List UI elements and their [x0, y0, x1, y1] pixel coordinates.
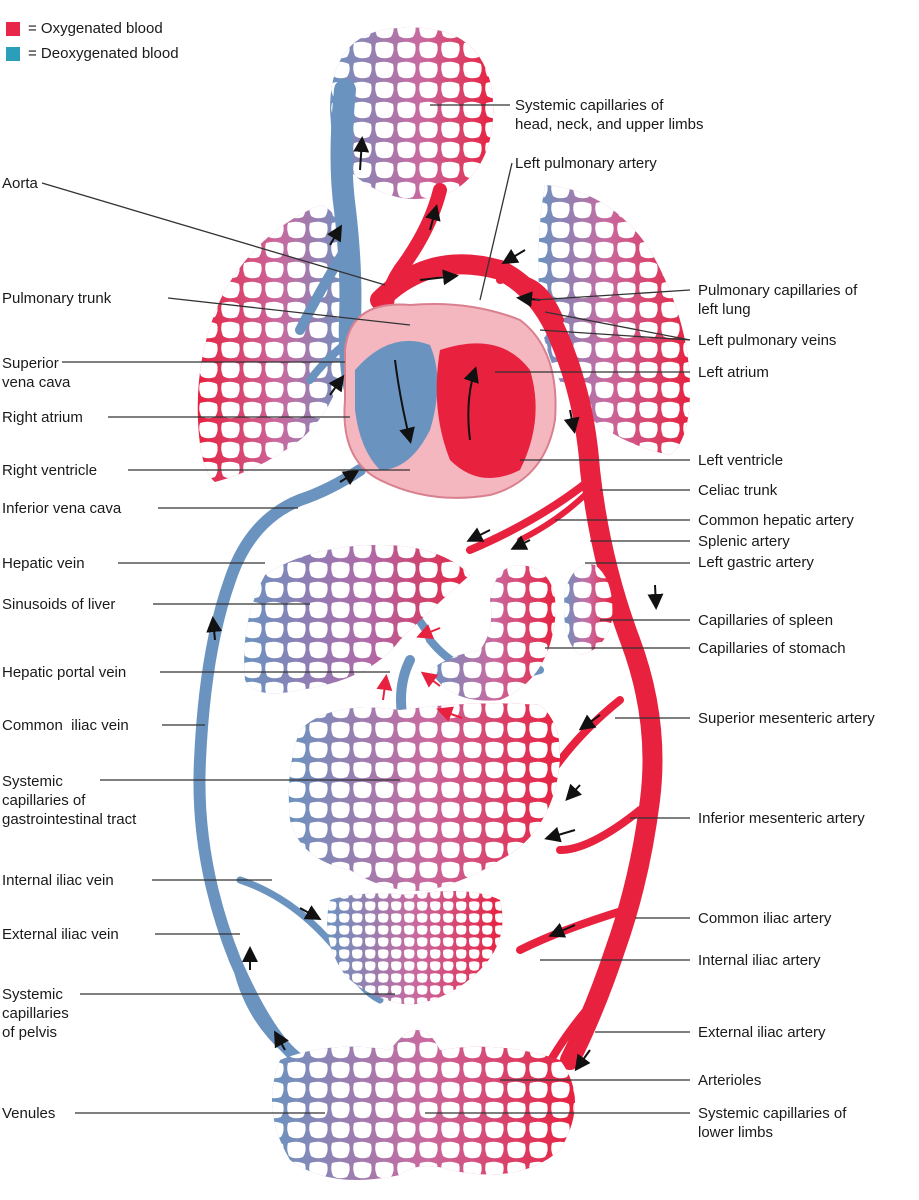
head-capillary-bed [330, 27, 494, 199]
leader-lines [41, 104, 691, 1114]
right-lung-capillaries [197, 205, 348, 482]
label-sinusoids-of-liver: Sinusoids of liver [2, 596, 116, 613]
label-systemic-head: Systemic capillaries of head, neck, and … [515, 97, 704, 133]
deoxygenated-swatch [6, 46, 20, 61]
label-left-atrium: Left atrium [698, 364, 769, 381]
label-systemic-lower-limbs: Systemic capillaries of lower limbs [698, 1105, 847, 1141]
label-capillaries-of-spleen: Capillaries of spleen [698, 612, 834, 629]
label-left-pulmonary-artery: Left pulmonary artery [515, 155, 657, 172]
label-hepatic-vein: Hepatic vein [2, 555, 85, 572]
label-splenic-artery: Splenic artery [698, 533, 790, 550]
lower-limb-capillaries [272, 1030, 575, 1180]
legend-oxygenated: = Oxygenated blood [6, 20, 163, 37]
label-left-gastric-artery: Left gastric artery [698, 554, 814, 571]
label-right-ventricle: Right ventricle [2, 462, 98, 479]
heart [343, 303, 557, 499]
arterial-trunks [370, 183, 663, 1084]
liver-sinusoids [244, 545, 470, 694]
label-left-pulmonary-veins: Left pulmonary veins [698, 332, 837, 349]
flow-arrows [206, 136, 664, 1072]
label-internal-iliac-vein: Internal iliac vein [2, 872, 114, 889]
legend-deoxygenated-label: = Deoxygenated blood [28, 45, 179, 62]
label-pulmonary-capillaries-left-lung: Pulmonary capillaries of left lung [698, 282, 858, 318]
oxygenated-swatch [6, 21, 20, 36]
label-common-hepatic-artery: Common hepatic artery [698, 512, 854, 529]
label-systemic-gi: Systemic capillaries of gastrointestinal… [2, 773, 137, 828]
label-common-iliac-vein: Common iliac vein [2, 717, 129, 734]
label-capillaries-of-stomach: Capillaries of stomach [698, 640, 846, 657]
label-inferior-vena-cava: Inferior vena cava [2, 500, 122, 517]
spleen-capillaries [564, 564, 613, 655]
pelvis-capillaries [327, 891, 503, 1005]
label-arterioles: Arterioles [698, 1072, 762, 1089]
label-common-iliac-artery: Common iliac artery [698, 910, 832, 927]
stomach-capillaries [430, 565, 556, 701]
label-superior-mesenteric-artery: Superior mesenteric artery [698, 710, 875, 727]
label-external-iliac-vein: External iliac vein [2, 926, 119, 943]
label-celiac-trunk: Celiac trunk [698, 482, 778, 499]
label-left-ventricle: Left ventricle [698, 452, 784, 469]
legend-oxygenated-label: = Oxygenated blood [28, 20, 163, 37]
label-aorta: Aorta [2, 175, 38, 192]
label-right-atrium: Right atrium [2, 409, 83, 426]
label-hepatic-portal-vein: Hepatic portal vein [2, 664, 127, 681]
gi-capillaries [288, 703, 560, 891]
label-systemic-pelvis: Systemic capillaries of pelvis [2, 986, 69, 1041]
label-inferior-mesenteric-artery: Inferior mesenteric artery [698, 810, 865, 827]
label-pulmonary-trunk: Pulmonary trunk [2, 290, 112, 307]
label-internal-iliac-artery: Internal iliac artery [698, 952, 821, 969]
label-superior-vena-cava: Superior vena cava [2, 355, 71, 391]
legend-deoxygenated: = Deoxygenated blood [6, 45, 179, 62]
label-external-iliac-artery: External iliac artery [698, 1024, 826, 1041]
label-venules: Venules [2, 1105, 56, 1122]
